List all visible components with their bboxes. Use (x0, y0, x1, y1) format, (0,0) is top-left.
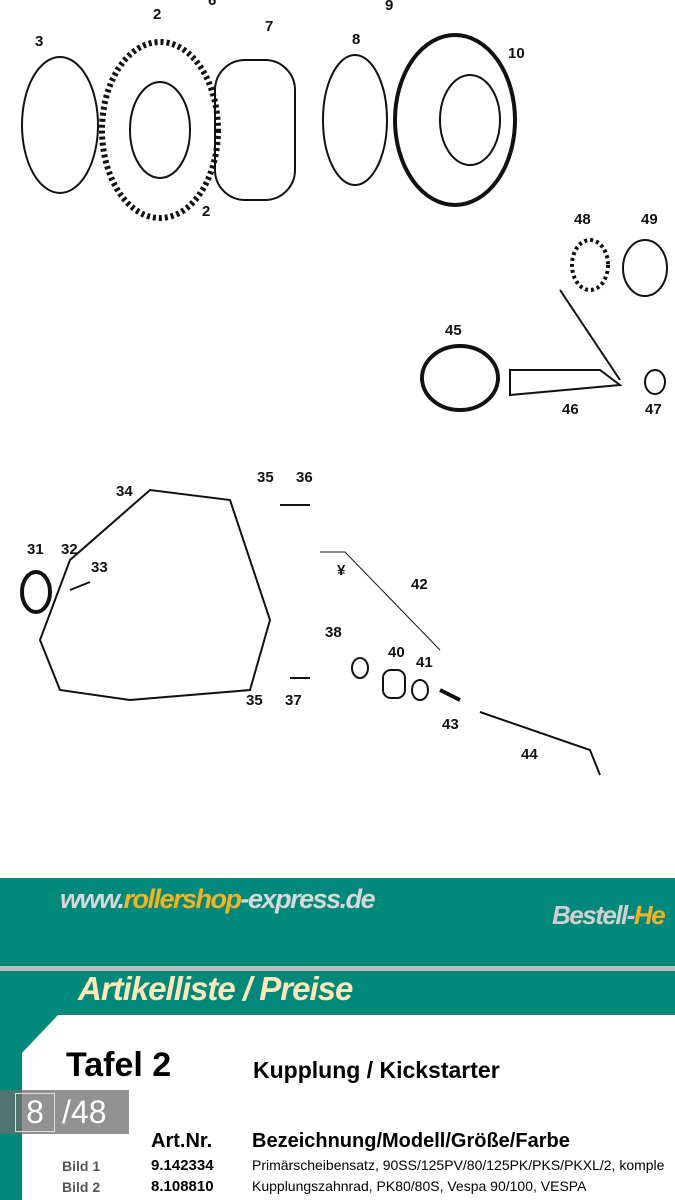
divider (0, 966, 675, 971)
parts-drawing (20, 33, 668, 776)
bestell-heading: Bestell-He (552, 900, 666, 931)
total-pages: /48 (62, 1094, 107, 1130)
part-label: 7 (265, 18, 274, 35)
part-label: 38 (325, 624, 342, 641)
part-label: 33 (91, 559, 108, 576)
article-number: 9.142334 (151, 1157, 214, 1174)
article-description: Kupplungszahnrad, PK80/80S, Vespa 90/100… (252, 1178, 587, 1194)
page-indicator[interactable] (0, 1090, 129, 1134)
part-label: 8 (352, 31, 361, 48)
part-label: 44 (521, 746, 538, 763)
url-suffix: -express.de (240, 884, 376, 914)
part-label: ¥ (337, 562, 346, 579)
bestell-prefix: Bestell- (552, 900, 635, 930)
part-label: 43 (442, 716, 459, 733)
part-label: 42 (411, 576, 428, 593)
part-label: 3 (35, 33, 44, 50)
part-label: 48 (574, 211, 591, 228)
part-label: 36 (296, 469, 313, 486)
header-band (0, 878, 675, 966)
part-label: 35 (246, 692, 263, 709)
part-label: 6 (208, 0, 217, 9)
url-prefix: www. (60, 884, 125, 914)
column-header-description: Bezeichnung/Modell/Größe/Farbe (252, 1130, 570, 1152)
part-label: 34 (116, 483, 133, 500)
part-label: 46 (562, 401, 579, 418)
part-label: 2 (202, 203, 211, 220)
part-label: 2 (153, 6, 162, 23)
column-header-artnr: Art.Nr. (151, 1130, 213, 1152)
part-label: 47 (645, 401, 662, 418)
part-label: 31 (27, 541, 44, 558)
exploded-parts-diagram: 3 2 6 2 7 8 9 10 48 49 45 46 47 34 35 36… (20, 0, 668, 776)
section-band (0, 971, 675, 1015)
part-label: 32 (61, 541, 78, 558)
part-label: 9 (385, 0, 394, 14)
article-description: Primärscheibensatz, 90SS/125PV/80/125PK/… (252, 1157, 665, 1173)
part-label: 10 (508, 45, 525, 62)
part-label: 45 (445, 322, 462, 339)
bild-label: Bild 2 (62, 1179, 101, 1195)
part-label: 37 (285, 692, 302, 709)
part-label: 49 (641, 211, 658, 228)
corner-decoration (22, 1015, 58, 1053)
part-label: 35 (257, 469, 274, 486)
part-label: 41 (416, 654, 433, 671)
section-title: Artikelliste / Preise (78, 970, 353, 1007)
subject-title: Kupplung / Kickstarter (253, 1057, 500, 1083)
bestell-highlight: He (633, 900, 666, 930)
current-page-input[interactable]: 8 (15, 1093, 55, 1132)
part-label: 40 (388, 644, 405, 661)
website-url[interactable]: www.rollershop-express.de (60, 884, 376, 915)
url-highlight: rollershop (123, 884, 243, 914)
tafel-title: Tafel 2 (66, 1046, 172, 1084)
bild-label: Bild 1 (62, 1158, 101, 1174)
article-number: 8.108810 (151, 1178, 214, 1195)
